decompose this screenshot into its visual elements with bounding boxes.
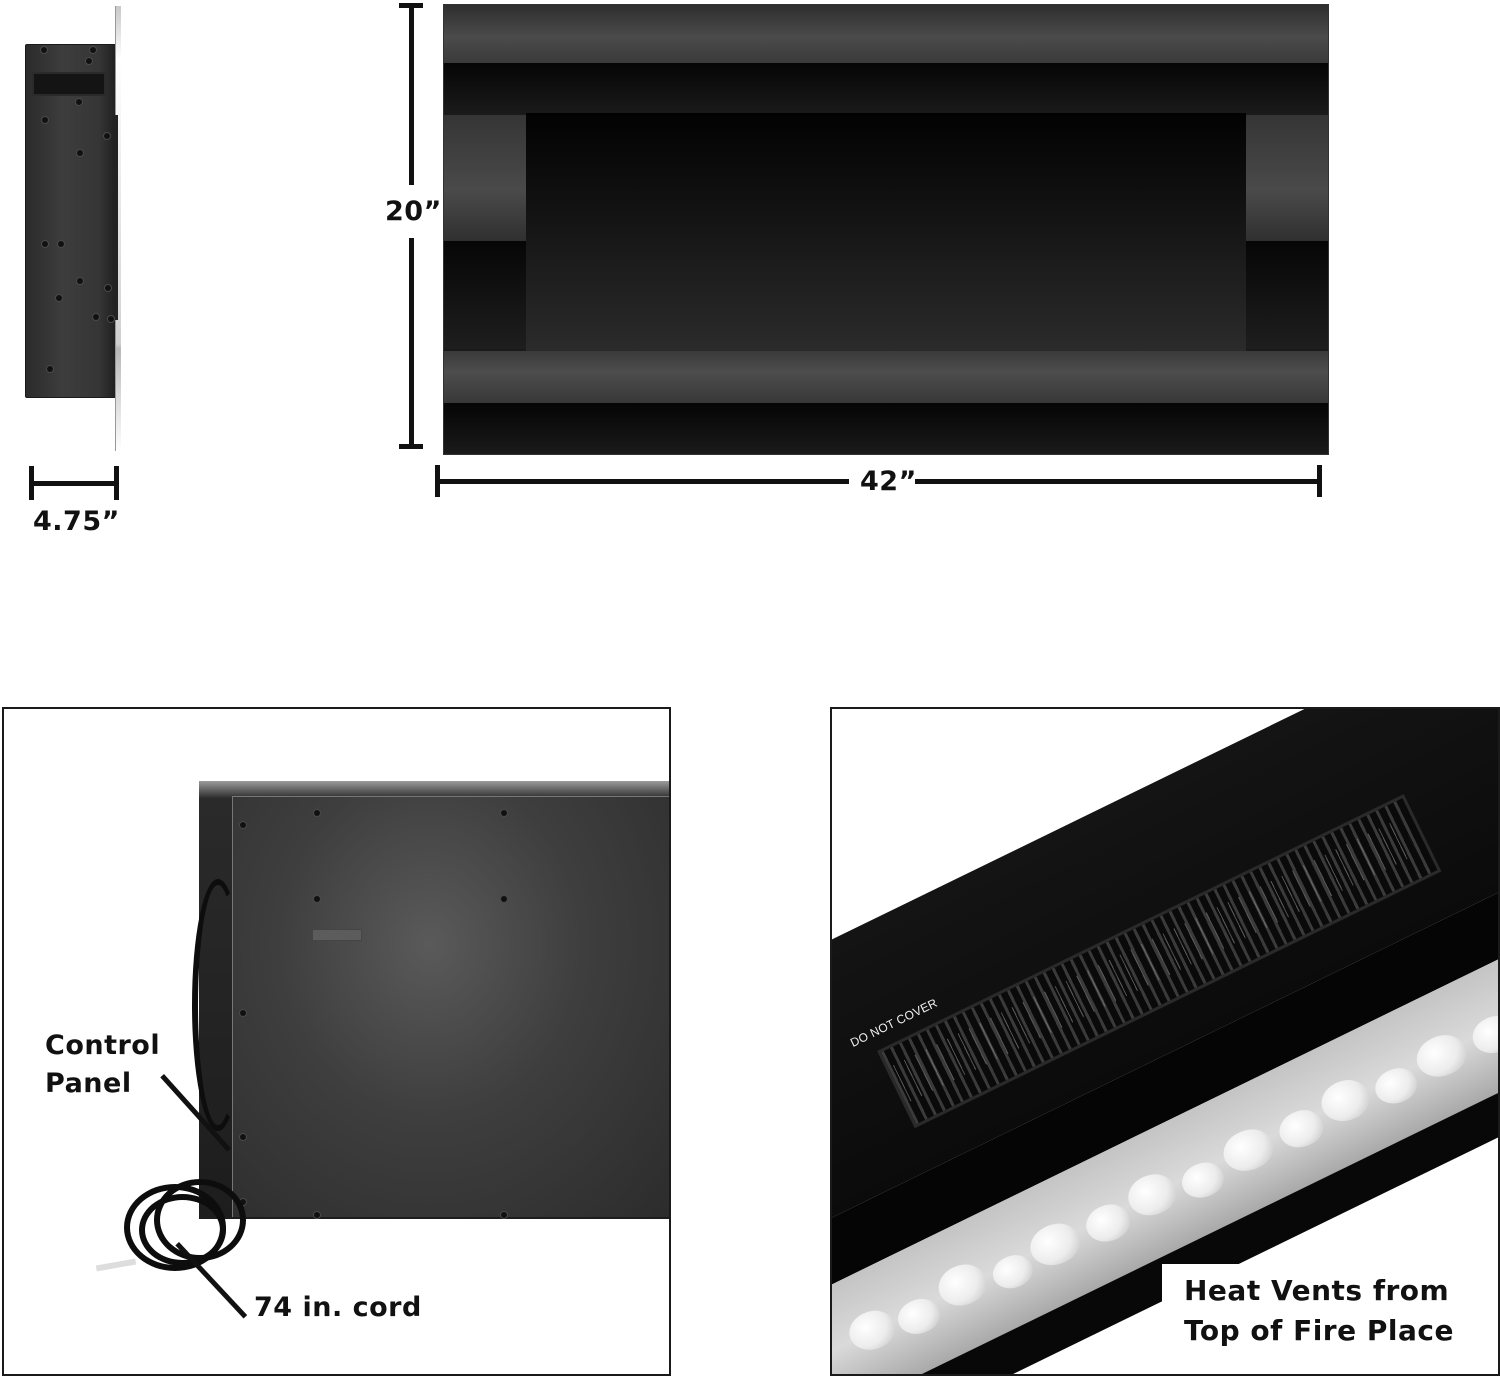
screw-icon [501,1212,507,1218]
screw-icon [501,896,507,902]
screw-icon [47,366,53,372]
left-trim-lower [444,241,526,349]
heat-vents-caption: Heat Vents from Top of Fire Place [1184,1271,1454,1351]
bottom-trim-shadow [444,403,1328,454]
pebble [1410,1027,1473,1086]
pebble [1080,1197,1136,1250]
depth-dimension-tick-right [114,466,119,500]
side-vent-slot [32,72,106,96]
heat-vents-caption-line2: Top of Fire Place [1184,1314,1454,1347]
screw-icon [90,47,96,53]
screw-icon [56,295,62,301]
control-panel-label-line2: Panel [45,1068,132,1099]
width-dimension-line-right [915,479,1320,484]
power-cord-loop [192,879,244,1131]
left-trim-upper [444,115,526,241]
rating-label [312,929,362,941]
width-label: 42” [860,466,917,497]
pebble [1273,1103,1329,1155]
screw-icon [86,58,92,64]
depth-dimension-line [29,481,119,486]
control-panel-label-line1: Control [45,1030,161,1061]
front-view [443,4,1329,455]
pebble [1314,1072,1376,1130]
height-dimension-line-lower [409,238,414,446]
screw-icon [240,1134,246,1140]
pebble [1176,1155,1230,1205]
screw-icon [42,241,48,247]
right-trim-upper [1246,115,1328,241]
width-dimension-cap-right [1317,465,1322,497]
height-dimension-cap-bottom [399,444,423,449]
side-view-body [25,44,119,398]
screw-icon [314,1212,320,1218]
heat-vent-detail: DO NOT COVER Heat Vents from Top of Fire… [830,707,1500,1376]
screw-icon [314,896,320,902]
top-trim-shadow [444,63,1328,115]
cord-length-label: 74 in. cord [254,1292,422,1323]
screw-icon [58,241,64,247]
pebble [1216,1121,1280,1180]
screw-icon [77,150,83,156]
back-plate [232,796,669,1217]
depth-label: 4.75” [33,506,120,537]
screw-icon [501,810,507,816]
pebble [843,1303,902,1358]
pebble [1121,1166,1183,1224]
screw-icon [41,47,47,53]
screw-icon [240,1199,246,1205]
pebble [1369,1061,1423,1111]
screw-icon [77,278,83,284]
heat-vents-caption-line1: Heat Vents from [1184,1274,1450,1307]
control-panel-label: Control Panel [45,1027,160,1103]
right-trim-lower [1246,241,1328,349]
pebble [1466,1008,1498,1061]
screw-icon [105,285,111,291]
top-trim [444,5,1328,63]
height-dimension-line-upper [409,5,414,185]
caption-backdrop [1162,1264,1498,1374]
screw-icon [108,316,114,322]
width-dimension [435,462,1325,502]
height-label: 20” [385,196,442,227]
width-dimension-line-left [437,479,849,484]
screw-icon [240,822,246,828]
pebble [932,1256,993,1314]
power-cord-coil [154,1179,246,1261]
screw-icon [42,117,48,123]
screw-icon [314,810,320,816]
firebox-screen [526,113,1246,351]
pebble [987,1248,1038,1296]
screw-icon [104,133,110,139]
height-dimension [395,0,435,455]
pebble [892,1292,946,1342]
wall-flange-shadow [114,115,118,320]
screw-icon [76,99,82,105]
side-view: 4.75” [0,0,200,560]
pebble [1023,1215,1087,1274]
cord-plug-tag [95,1258,137,1272]
bottom-trim [444,351,1328,403]
back-panel-detail: Control Panel 74 in. cord [2,707,671,1376]
screw-icon [93,314,99,320]
